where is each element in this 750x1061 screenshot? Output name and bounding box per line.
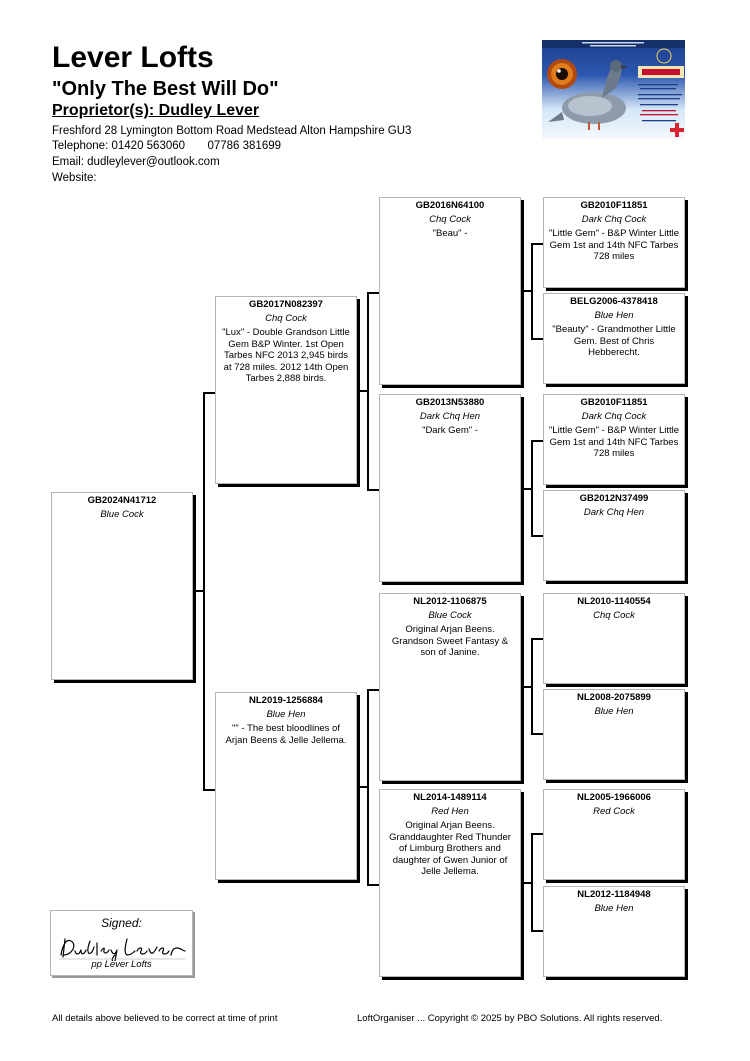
address-line: Freshford 28 Lymington Bottom Road Medst… — [52, 125, 412, 137]
connector-ds-top — [531, 638, 543, 640]
ring-number: GB2012N37499 — [579, 493, 649, 504]
pedigree-box-sire-sire[interactable]: GB2016N64100 Chq Cock "Beau" - — [379, 197, 521, 385]
notes: "Lux" - Double Grandson Little Gem B&P W… — [222, 327, 350, 384]
proprietor-line: Proprietor(s): Dudley Lever — [52, 102, 260, 119]
pedigree-box-subject[interactable]: GB2024N41712 Blue Cock — [51, 492, 193, 680]
colour-sex: Blue Hen — [594, 309, 634, 321]
winner-poster-image — [542, 40, 685, 139]
website-line: Website: — [52, 171, 97, 186]
connector-sd-top — [531, 440, 543, 442]
website-label: Website: — [52, 172, 97, 184]
ring-number: GB2017N082397 — [249, 299, 323, 310]
connector-ss-top — [531, 243, 543, 245]
colour-sex: Chq Cock — [593, 609, 635, 621]
ring-number: NL2012-1184948 — [577, 889, 651, 900]
handwritten-signature — [59, 938, 186, 961]
connector-subject-mid — [193, 590, 205, 592]
ring-number: GB2024N41712 — [87, 495, 157, 506]
connector-dd-mid — [521, 882, 533, 884]
pedigree-box-gg1[interactable]: GB2010F11851 Dark Chq Cock "Little Gem" … — [543, 197, 685, 288]
notes: Original Arjan Beens. Grandson Sweet Fan… — [391, 624, 509, 658]
connector-subject-to-dam — [203, 789, 215, 791]
colour-sex: Dark Chq Cock — [581, 410, 647, 422]
pedigree-box-sire[interactable]: GB2017N082397 Chq Cock "Lux" - Double Gr… — [215, 296, 357, 484]
loft-title: Lever Lofts — [52, 41, 214, 74]
ring-number: GB2010F11851 — [580, 200, 648, 211]
notes: "Little Gem" - B&P Winter Little Gem 1st… — [548, 425, 680, 459]
colour-sex: Dark Chq Hen — [419, 410, 481, 422]
colour-sex: Dark Chq Hen — [583, 506, 645, 518]
email-label: Email: — [52, 156, 84, 168]
ring-number: NL2005-1966006 — [577, 792, 651, 803]
colour-sex: Dark Chq Cock — [581, 213, 647, 225]
notes: "Dark Gem" - — [422, 425, 478, 436]
connector-ds-bottom — [531, 733, 543, 735]
pedigree-box-gg3[interactable]: GB2010F11851 Dark Chq Cock "Little Gem" … — [543, 394, 685, 485]
connector-dam-to-dd — [367, 884, 379, 886]
pedigree-box-gg7[interactable]: NL2005-1966006 Red Cock — [543, 789, 685, 880]
ring-number: GB2010F11851 — [580, 397, 648, 408]
pp-label: pp Lever Lofts — [91, 959, 152, 970]
telephone-1: 01420 563060 — [111, 140, 186, 152]
colour-sex: Blue Hen — [266, 708, 306, 720]
colour-sex: Blue Hen — [594, 902, 634, 914]
ring-number: NL2019-1256884 — [249, 695, 323, 706]
colour-sex: Blue Hen — [594, 705, 634, 717]
notes: Original Arjan Beens. Granddaughter Red … — [389, 820, 511, 877]
connector-sd-mid — [521, 488, 533, 490]
ring-number: NL2014-1489114 — [413, 792, 487, 803]
ring-number: NL2008-2075899 — [577, 692, 651, 703]
telephone-label: Telephone: — [52, 140, 109, 152]
connector-sd-bottom — [531, 535, 543, 537]
colour-sex: Red Hen — [431, 805, 469, 817]
connector-ss-mid — [521, 290, 533, 292]
connector-dd-bottom — [531, 930, 543, 932]
email-line: Email: dudleylever@outlook.com — [52, 155, 220, 170]
pigeon-poster-icon — [542, 40, 685, 137]
colour-sex: Blue Cock — [100, 508, 144, 520]
colour-sex: Blue Cock — [428, 609, 472, 621]
ring-number: BELG2006-4378418 — [570, 296, 658, 307]
pedigree-box-sire-dam[interactable]: GB2013N53880 Dark Chq Hen "Dark Gem" - — [379, 394, 521, 582]
connector-sire-to-ss — [367, 292, 379, 294]
pedigree-box-dam-dam[interactable]: NL2014-1489114 Red Hen Original Arjan Be… — [379, 789, 521, 977]
colour-sex: Red Cock — [593, 805, 635, 817]
pedigree-box-dam[interactable]: NL2019-1256884 Blue Hen "" - The best bl… — [215, 692, 357, 880]
footer-copyright: LoftOrganiser ... Copyright © 2025 by PB… — [357, 1013, 663, 1024]
connector-ss-bottom — [531, 338, 543, 340]
connector-sire-mid — [357, 390, 369, 392]
connector-dd-top — [531, 833, 543, 835]
notes: "Little Gem" - B&P Winter Little Gem 1st… — [548, 228, 680, 262]
signature-box: Signed: pp Lever Lofts — [50, 910, 193, 976]
signed-label: Signed: — [101, 916, 142, 930]
notes: "" - The best bloodlines of Arjan Beens … — [225, 723, 347, 746]
notes: "Beau" - — [432, 228, 468, 239]
pedigree-box-gg6[interactable]: NL2008-2075899 Blue Hen — [543, 689, 685, 780]
colour-sex: Chq Cock — [265, 312, 307, 324]
pedigree-box-dam-sire[interactable]: NL2012-1106875 Blue Cock Original Arjan … — [379, 593, 521, 781]
notes: "Beauty" - Grandmother Little Gem. Best … — [552, 324, 676, 358]
pedigree-box-gg4[interactable]: GB2012N37499 Dark Chq Hen — [543, 490, 685, 581]
connector-sire-to-sd — [367, 489, 379, 491]
loft-motto: "Only The Best Will Do" — [52, 78, 279, 100]
connector-subject-to-sire — [203, 392, 215, 394]
ring-number: NL2012-1106875 — [413, 596, 487, 607]
colour-sex: Chq Cock — [429, 213, 471, 225]
connector-ds-mid — [521, 686, 533, 688]
telephone-2: 07786 381699 — [207, 140, 282, 152]
connector-dam-mid — [357, 786, 369, 788]
ring-number: GB2016N64100 — [415, 200, 485, 211]
email-value: dudleylever@outlook.com — [87, 156, 220, 168]
pedigree-box-gg2[interactable]: BELG2006-4378418 Blue Hen "Beauty" - Gra… — [543, 293, 685, 384]
connector-dam-to-ds — [367, 689, 379, 691]
telephone-line: Telephone: 01420 563060 07786 381699 — [52, 139, 281, 154]
ring-number: NL2010-1140554 — [577, 596, 651, 607]
pedigree-box-gg8[interactable]: NL2012-1184948 Blue Hen — [543, 886, 685, 977]
footer-disclaimer: All details above believed to be correct… — [52, 1013, 278, 1024]
pedigree-box-gg5[interactable]: NL2010-1140554 Chq Cock — [543, 593, 685, 684]
ring-number: GB2013N53880 — [415, 397, 485, 408]
